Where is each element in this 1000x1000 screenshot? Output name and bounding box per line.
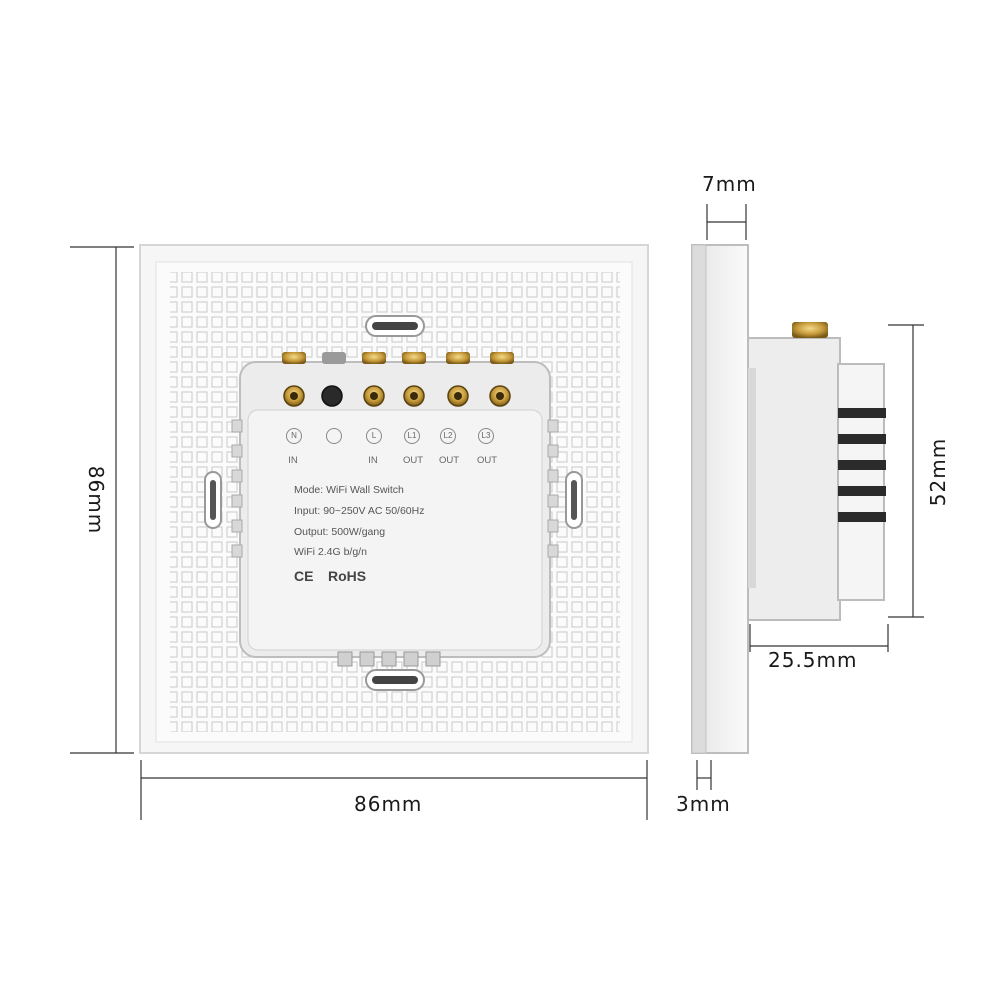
- side-module-rear: [837, 363, 885, 601]
- top-screw-heads: [282, 352, 514, 364]
- terminal-symbol-l3: L3: [478, 428, 494, 444]
- terminal-symbol-empty: [326, 428, 342, 444]
- terminal-label-n: IN: [288, 455, 298, 466]
- terminal-symbol-l2: L2: [440, 428, 456, 444]
- spec-input: Input: 90~250V AC 50/60Hz: [294, 505, 425, 517]
- dim-top-depth: 7mm: [702, 172, 757, 196]
- dim-module-depth: 25.5mm: [768, 648, 858, 672]
- dim-width: 86mm: [354, 792, 423, 816]
- spec-wifi: WiFi 2.4G b/g/n: [294, 546, 367, 558]
- terminal-label-l1: OUT: [402, 455, 424, 466]
- dimension-lines: [70, 204, 924, 820]
- terminal-symbol-l: L: [366, 428, 382, 444]
- terminal-holes: [283, 385, 511, 407]
- side-vents: [838, 408, 886, 522]
- terminal-symbol-l1: L1: [404, 428, 420, 444]
- terminal-label-l: IN: [368, 455, 378, 466]
- spec-output: Output: 500W/gang: [294, 526, 386, 538]
- terminal-label-l3: OUT: [476, 455, 498, 466]
- spec-mode: Mode: WiFi Wall Switch: [294, 484, 404, 496]
- side-module-body: [747, 337, 841, 621]
- module-face: [247, 409, 543, 651]
- dim-module-height: 52mm: [926, 437, 951, 507]
- dim-plate-thickness: 3mm: [676, 792, 731, 816]
- rohs-mark: RoHS: [328, 568, 367, 584]
- dim-height: 86mm: [84, 465, 109, 535]
- terminal-symbol-n: N: [286, 428, 302, 444]
- terminal-label-l2: OUT: [438, 455, 460, 466]
- ce-mark: CE: [294, 568, 314, 584]
